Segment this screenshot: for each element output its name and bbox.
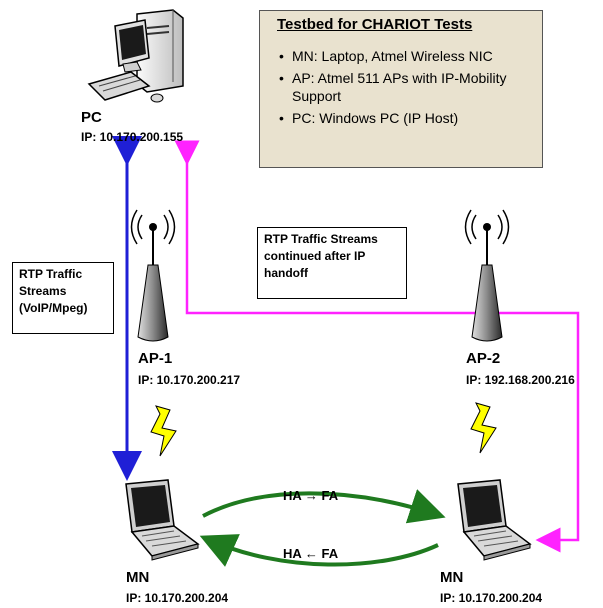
green-arrow-ha-to-fa [202,489,446,524]
access-point-icon [130,209,176,342]
testbed-item-mn: MN: Laptop, Atmel Wireless NIC [279,47,542,65]
ap1-name: AP-1 [138,350,173,367]
ap2-ip: IP: 192.168.200.216 [466,373,575,387]
mn-right-ip: IP: 10.170.200.204 [440,591,543,605]
mn-left-ip: IP: 10.170.200.204 [126,591,229,605]
pc-icon [87,9,184,103]
testbed-item-pc: PC: Windows PC (IP Host) [279,109,542,127]
lightning-icon [150,405,177,457]
rtp-continued-note: RTP Traffic Streams continued after IP h… [257,227,407,299]
laptop-icon [125,479,200,561]
pc-name: PC [81,109,102,126]
mn-left-name: MN [126,569,150,586]
testbed-list: MN: Laptop, Atmel Wireless NIC AP: Atmel… [260,47,542,131]
testbed-item-ap: AP: Atmel 511 APs with IP-Mobility Suppo… [279,69,542,105]
green-arrow-fa-to-ha [199,534,439,567]
pc-ip: IP: 10.170.200.155 [81,130,184,144]
flow-label-fa-to-ha: HA ← FA [283,546,339,561]
lightning-icon [470,402,497,454]
testbed-info-box: Testbed for CHARIOT Tests MN: Laptop, At… [259,10,543,168]
laptop-icon [457,479,532,561]
access-point-icon [464,209,510,342]
testbed-title: Testbed for CHARIOT Tests [277,16,473,33]
mn-right-name: MN [440,569,464,586]
magenta-stream-arrow [174,140,580,553]
rtp-streams-note: RTP Traffic Streams (VoIP/Mpeg) [12,262,114,334]
flow-label-ha-to-fa: HA → FA [283,488,339,503]
ap2-name: AP-2 [466,350,501,367]
ap1-ip: IP: 10.170.200.217 [138,373,241,387]
